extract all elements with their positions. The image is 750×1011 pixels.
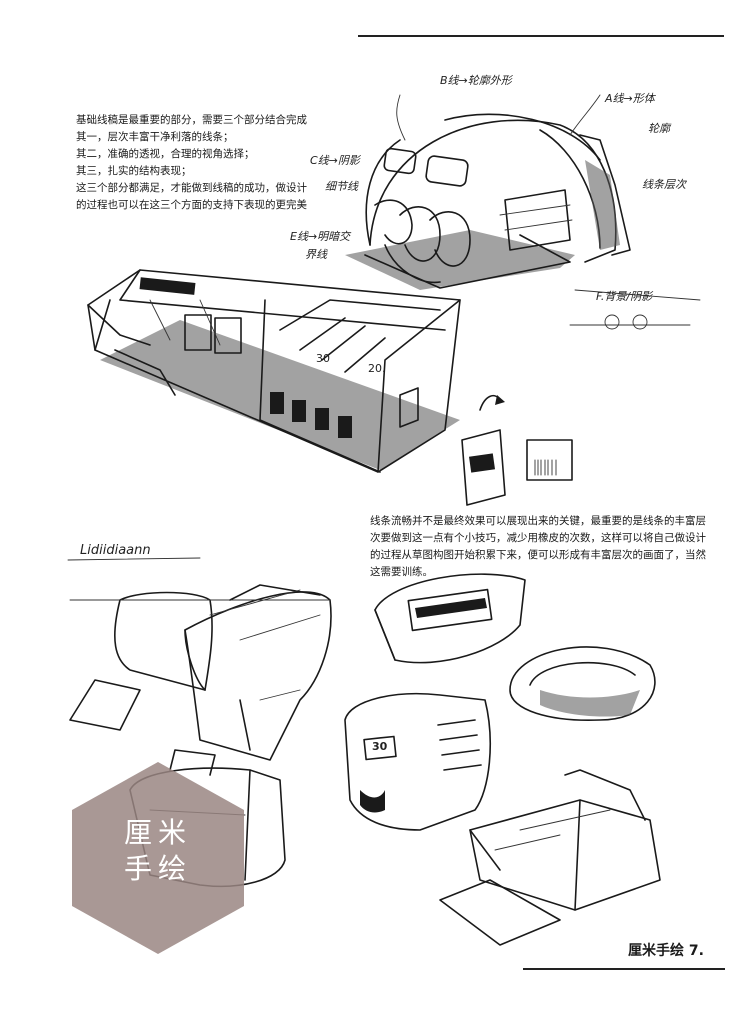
device-number-30: 30 <box>372 740 388 753</box>
badge-line-2: 手绘 <box>123 852 192 885</box>
tip-text: 线条流畅并不是最终效果可以展现出来的关键，最重要的是线条的丰富层次要做到这一点有… <box>370 515 706 578</box>
bottom-rule <box>523 968 725 970</box>
slot-number-30: 30 <box>316 352 330 365</box>
intro-line: 基础线稿是最重要的部分，需要三个部分结合完成 <box>76 114 307 126</box>
page-footer: 厘米手绘 7. <box>628 943 704 959</box>
signature-text: Lidiidiaann <box>80 543 151 558</box>
sketch-30-device <box>344 692 491 831</box>
sketch-slot-machine <box>87 269 461 473</box>
intro-line: 其三，扎实的结构表现； <box>76 165 192 177</box>
intro-line: 这三个部分都满足，才能做到线稿的成功，做设计 <box>76 182 307 194</box>
signature <box>67 557 201 561</box>
annotation-c-line: C线→阴影 <box>310 154 360 167</box>
annotation-c-line-2: 细节线 <box>325 180 358 193</box>
hexagon-shape <box>72 762 244 954</box>
sketch-open-box <box>439 769 661 946</box>
annotation-layers: 线条层次 <box>642 178 686 191</box>
sketch-lid-box <box>374 573 526 664</box>
sketch-card <box>461 394 573 506</box>
tip-paragraph: 线条流畅并不是最终效果可以展现出来的关键，最重要的是线条的丰富层次要做到这一点有… <box>370 513 715 581</box>
intro-line: 其一，层次丰富干净利落的线条； <box>76 131 234 143</box>
annotation-f-line: F.背景/阴影 <box>596 290 653 303</box>
annotation-a-line: A线→形体 <box>605 92 655 105</box>
annotation-a-line-2: 轮廓 <box>648 122 670 135</box>
badge-line-1: 厘米 <box>123 816 192 849</box>
brand-hexagon-badge <box>72 762 244 954</box>
annotation-b-line: B线→轮廓外形 <box>440 74 512 87</box>
annotation-e-line: E线→明暗交 <box>290 230 351 243</box>
sketch-helmet-product <box>345 94 701 330</box>
intro-paragraph: 基础线稿是最重要的部分，需要三个部分结合完成 其一，层次丰富干净利落的线条； 其… <box>76 112 326 214</box>
top-rule <box>358 35 724 37</box>
annotation-e-line-2: 界线 <box>305 248 327 261</box>
sketch-oval-dish <box>509 646 656 722</box>
sketch-block-chairs <box>69 584 332 761</box>
slot-number-20: 20. <box>368 362 386 375</box>
badge-text: 厘米 手绘 <box>108 815 208 887</box>
intro-line: 其二，准确的透视，合理的视角选择； <box>76 148 255 160</box>
intro-line: 的过程也可以在这三个方面的支持下表现的更完美 <box>76 199 307 211</box>
